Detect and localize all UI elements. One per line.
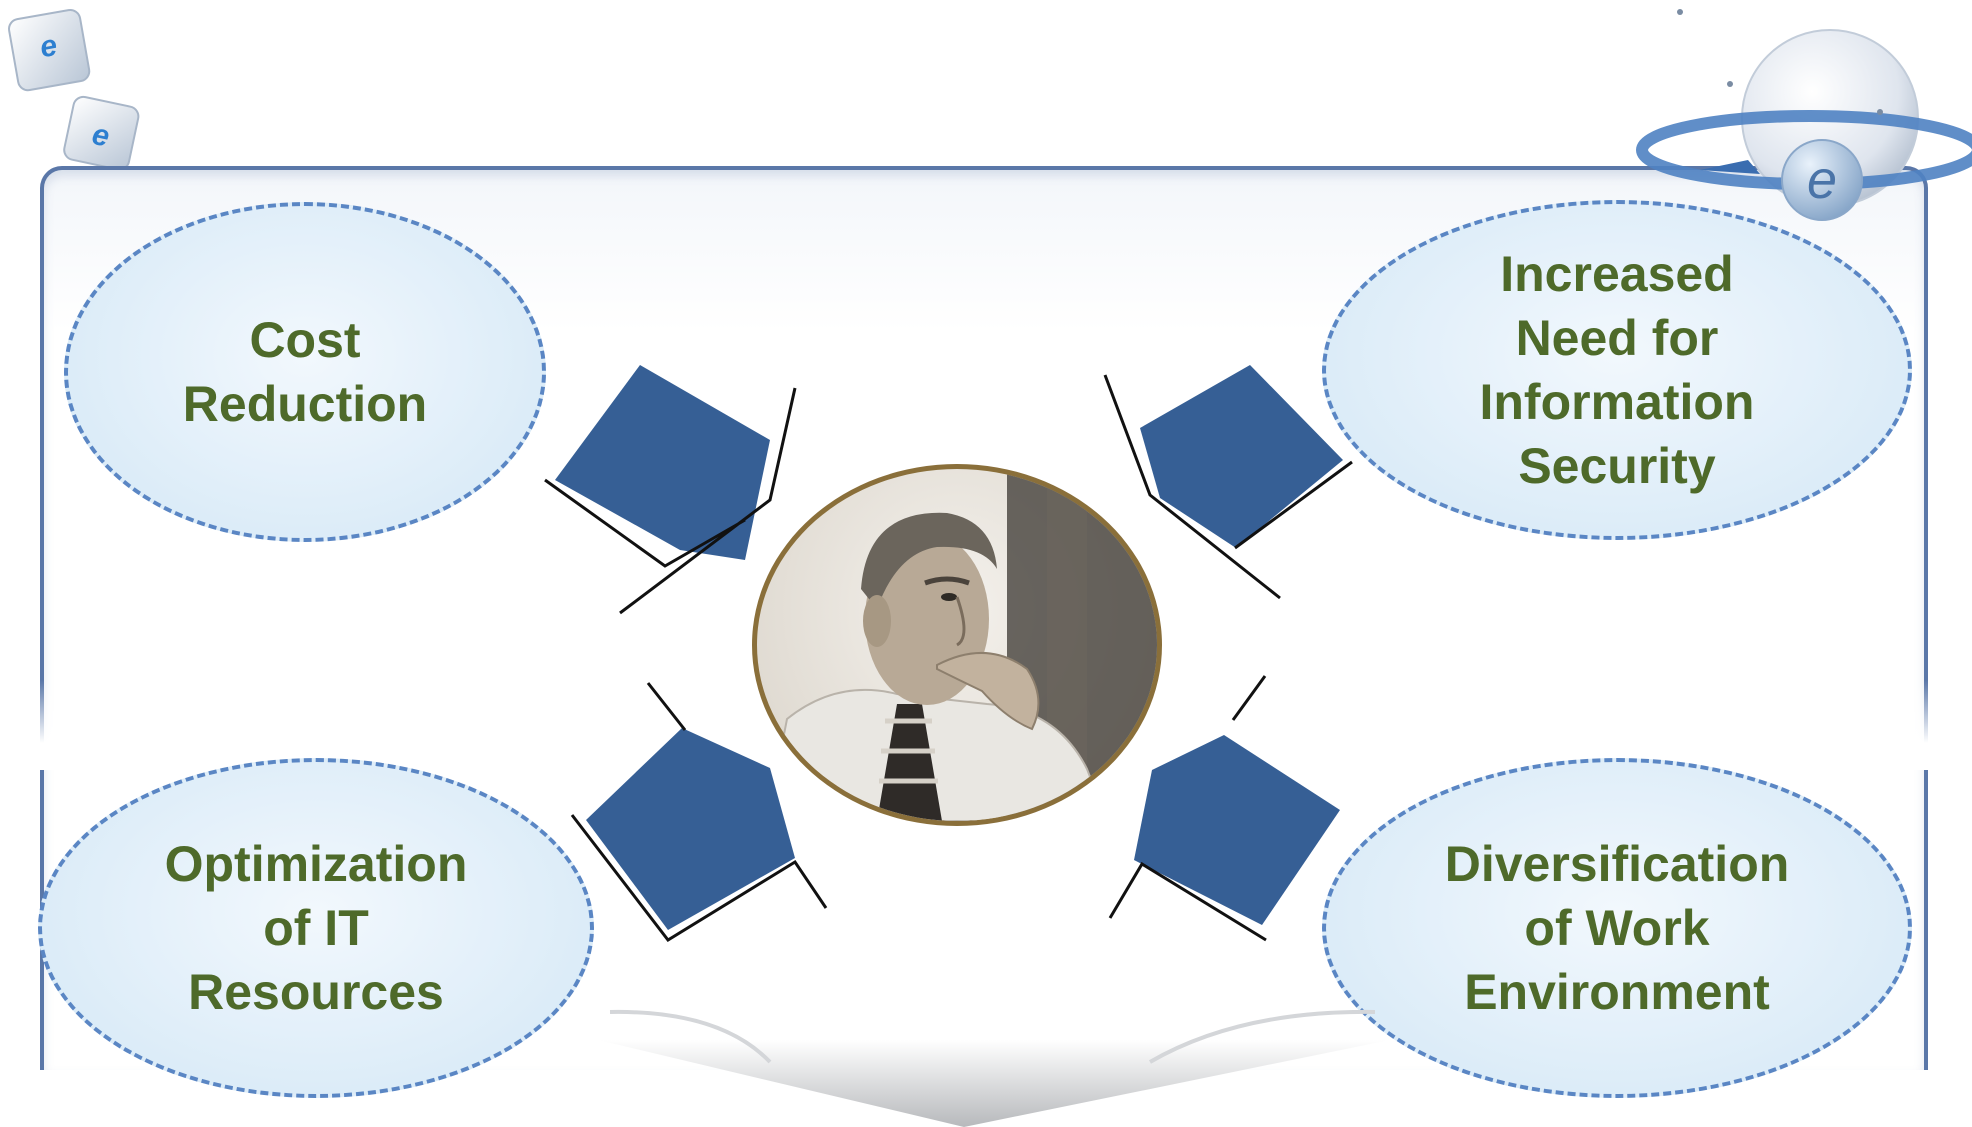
- arrow-top-left: [544, 365, 797, 615]
- factor-bubble-information-security: Increased Need for Information Security: [1322, 200, 1912, 540]
- globe-e-icon: e: [1636, 9, 1972, 221]
- svg-text:e: e: [37, 29, 59, 64]
- svg-text:e: e: [89, 118, 112, 154]
- e-cube-icon: e e: [8, 8, 140, 171]
- factor-label: Cost Reduction: [182, 312, 428, 432]
- arrow-top-right: [1103, 365, 1353, 600]
- factor-label: Diversification of Work Environment: [1444, 836, 1790, 1020]
- thinking-man-portrait: [752, 464, 1162, 826]
- factor-bubble-cost-reduction: Cost Reduction: [64, 202, 546, 542]
- factor-label: Optimization of IT Resources: [164, 836, 468, 1020]
- factor-bubble-it-resources: Optimization of IT Resources: [38, 758, 594, 1098]
- arrow-bottom-right: [1108, 675, 1340, 942]
- factor-label: Increased Need for Information Security: [1479, 246, 1755, 494]
- arrow-bottom-left: [570, 682, 828, 942]
- svg-text:e: e: [1807, 150, 1837, 210]
- factor-bubble-work-environment: Diversification of Work Environment: [1322, 758, 1912, 1098]
